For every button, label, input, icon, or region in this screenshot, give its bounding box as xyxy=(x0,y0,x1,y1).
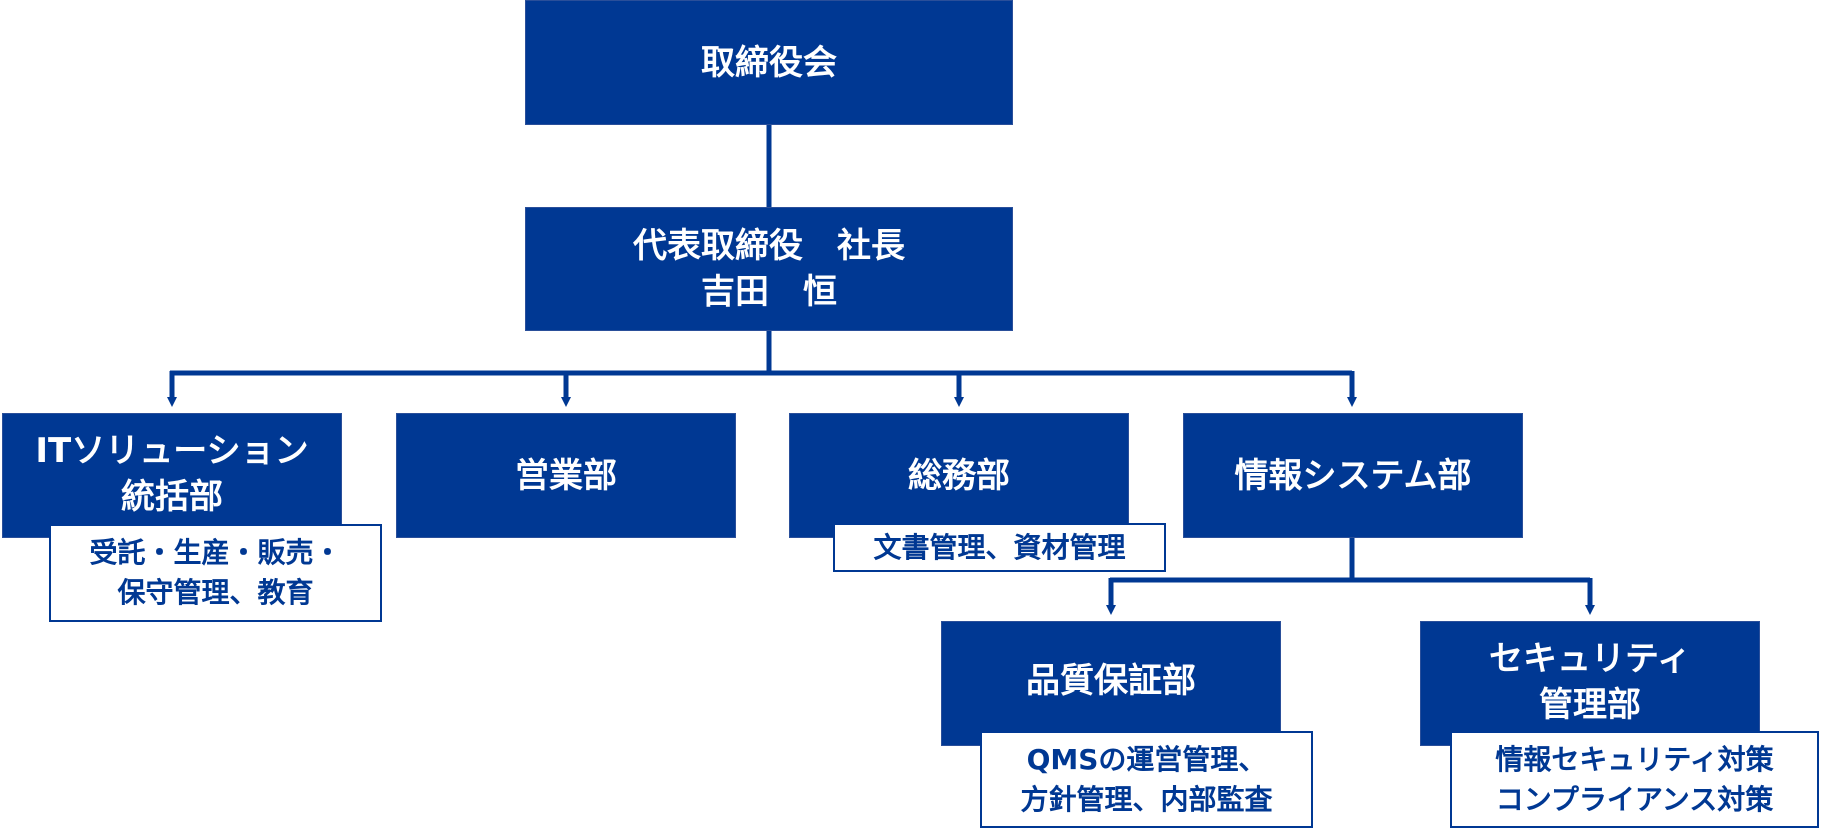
info-systems-label: 情報システム部 xyxy=(1234,455,1472,496)
security-note: 情報セキュリティ対策 コンプライアンス対策 xyxy=(1450,731,1819,828)
general-affairs-note-text: 文書管理、資材管理 xyxy=(873,530,1126,564)
president-box: 代表取締役 社長 吉田 恒 xyxy=(525,207,1013,331)
it-solution-note-1: 受託・生産・販売・ xyxy=(89,536,342,569)
quality-assurance-note-1: QMSの運営管理、 xyxy=(1026,742,1267,776)
it-solution-box: ITソリューション 統括部 xyxy=(2,413,342,538)
general-affairs-label: 総務部 xyxy=(908,455,1010,496)
it-solution-note: 受託・生産・販売・ 保守管理、教育 xyxy=(49,524,382,622)
security-note-2: コンプライアンス対策 xyxy=(1495,782,1774,816)
security-note-1: 情報セキュリティ対策 xyxy=(1495,742,1774,776)
general-affairs-note: 文書管理、資材管理 xyxy=(833,523,1166,572)
board-label: 取締役会 xyxy=(701,42,837,83)
security-label-2: 管理部 xyxy=(1539,685,1641,725)
it-solution-note-2: 保守管理、教育 xyxy=(117,576,314,609)
quality-assurance-box: 品質保証部 xyxy=(941,621,1281,746)
it-solution-label-1: ITソリューション xyxy=(35,431,309,471)
president-name: 吉田 恒 xyxy=(701,272,837,312)
quality-assurance-note-2: 方針管理、内部監査 xyxy=(1020,782,1273,816)
quality-assurance-note: QMSの運営管理、 方針管理、内部監査 xyxy=(980,731,1313,828)
it-solution-label-2: 統括部 xyxy=(121,477,223,517)
board-box: 取締役会 xyxy=(525,0,1013,125)
sales-label: 営業部 xyxy=(515,455,617,496)
security-label-1: セキュリティ xyxy=(1489,639,1691,679)
general-affairs-box: 総務部 xyxy=(789,413,1129,538)
quality-assurance-label: 品質保証部 xyxy=(1026,661,1196,701)
security-box: セキュリティ 管理部 xyxy=(1420,621,1760,746)
president-title: 代表取締役 社長 xyxy=(633,226,905,266)
info-systems-box: 情報システム部 xyxy=(1183,413,1523,538)
sales-box: 営業部 xyxy=(396,413,736,538)
